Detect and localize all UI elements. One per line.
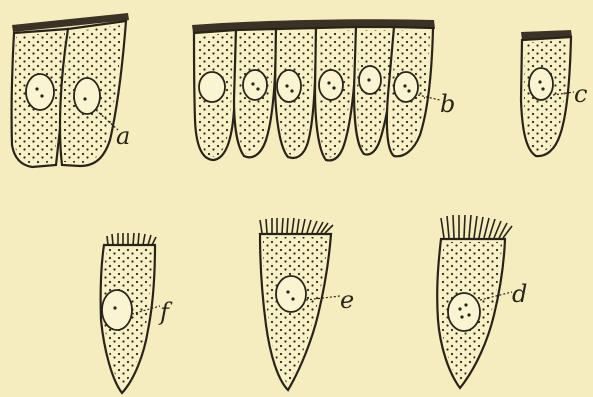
cell-group-a: a [12, 13, 131, 167]
cell-c-nucleus [529, 68, 553, 100]
cell-group-f: f [101, 233, 173, 393]
cell-e-nucleus [276, 276, 306, 312]
label-d: d [512, 280, 527, 308]
cell-group-b: b [192, 19, 455, 160]
cell-d-nucleus [448, 293, 480, 331]
cell-b3-nucleus [277, 70, 301, 102]
cell-f-nucleus [102, 290, 132, 330]
cell-a1-nucleus [26, 74, 54, 110]
label-e: e [340, 286, 354, 314]
cell-b4-nucleus [319, 70, 343, 100]
label-a: a [116, 122, 130, 150]
cell-group-d: d [437, 215, 527, 388]
cell-e-cilia [260, 218, 333, 233]
cell-group-e: e [260, 218, 354, 390]
label-c: c [574, 80, 587, 108]
cell-d-cilia [441, 215, 512, 238]
cell-b1-nucleus [199, 72, 225, 102]
label-f: f [158, 298, 173, 326]
cell-f-cilia [107, 233, 156, 245]
cell-b2-nucleus [243, 70, 267, 100]
label-b: b [440, 90, 455, 118]
cell-group-c: c [521, 30, 587, 156]
cell-a2-nucleus [74, 78, 100, 114]
